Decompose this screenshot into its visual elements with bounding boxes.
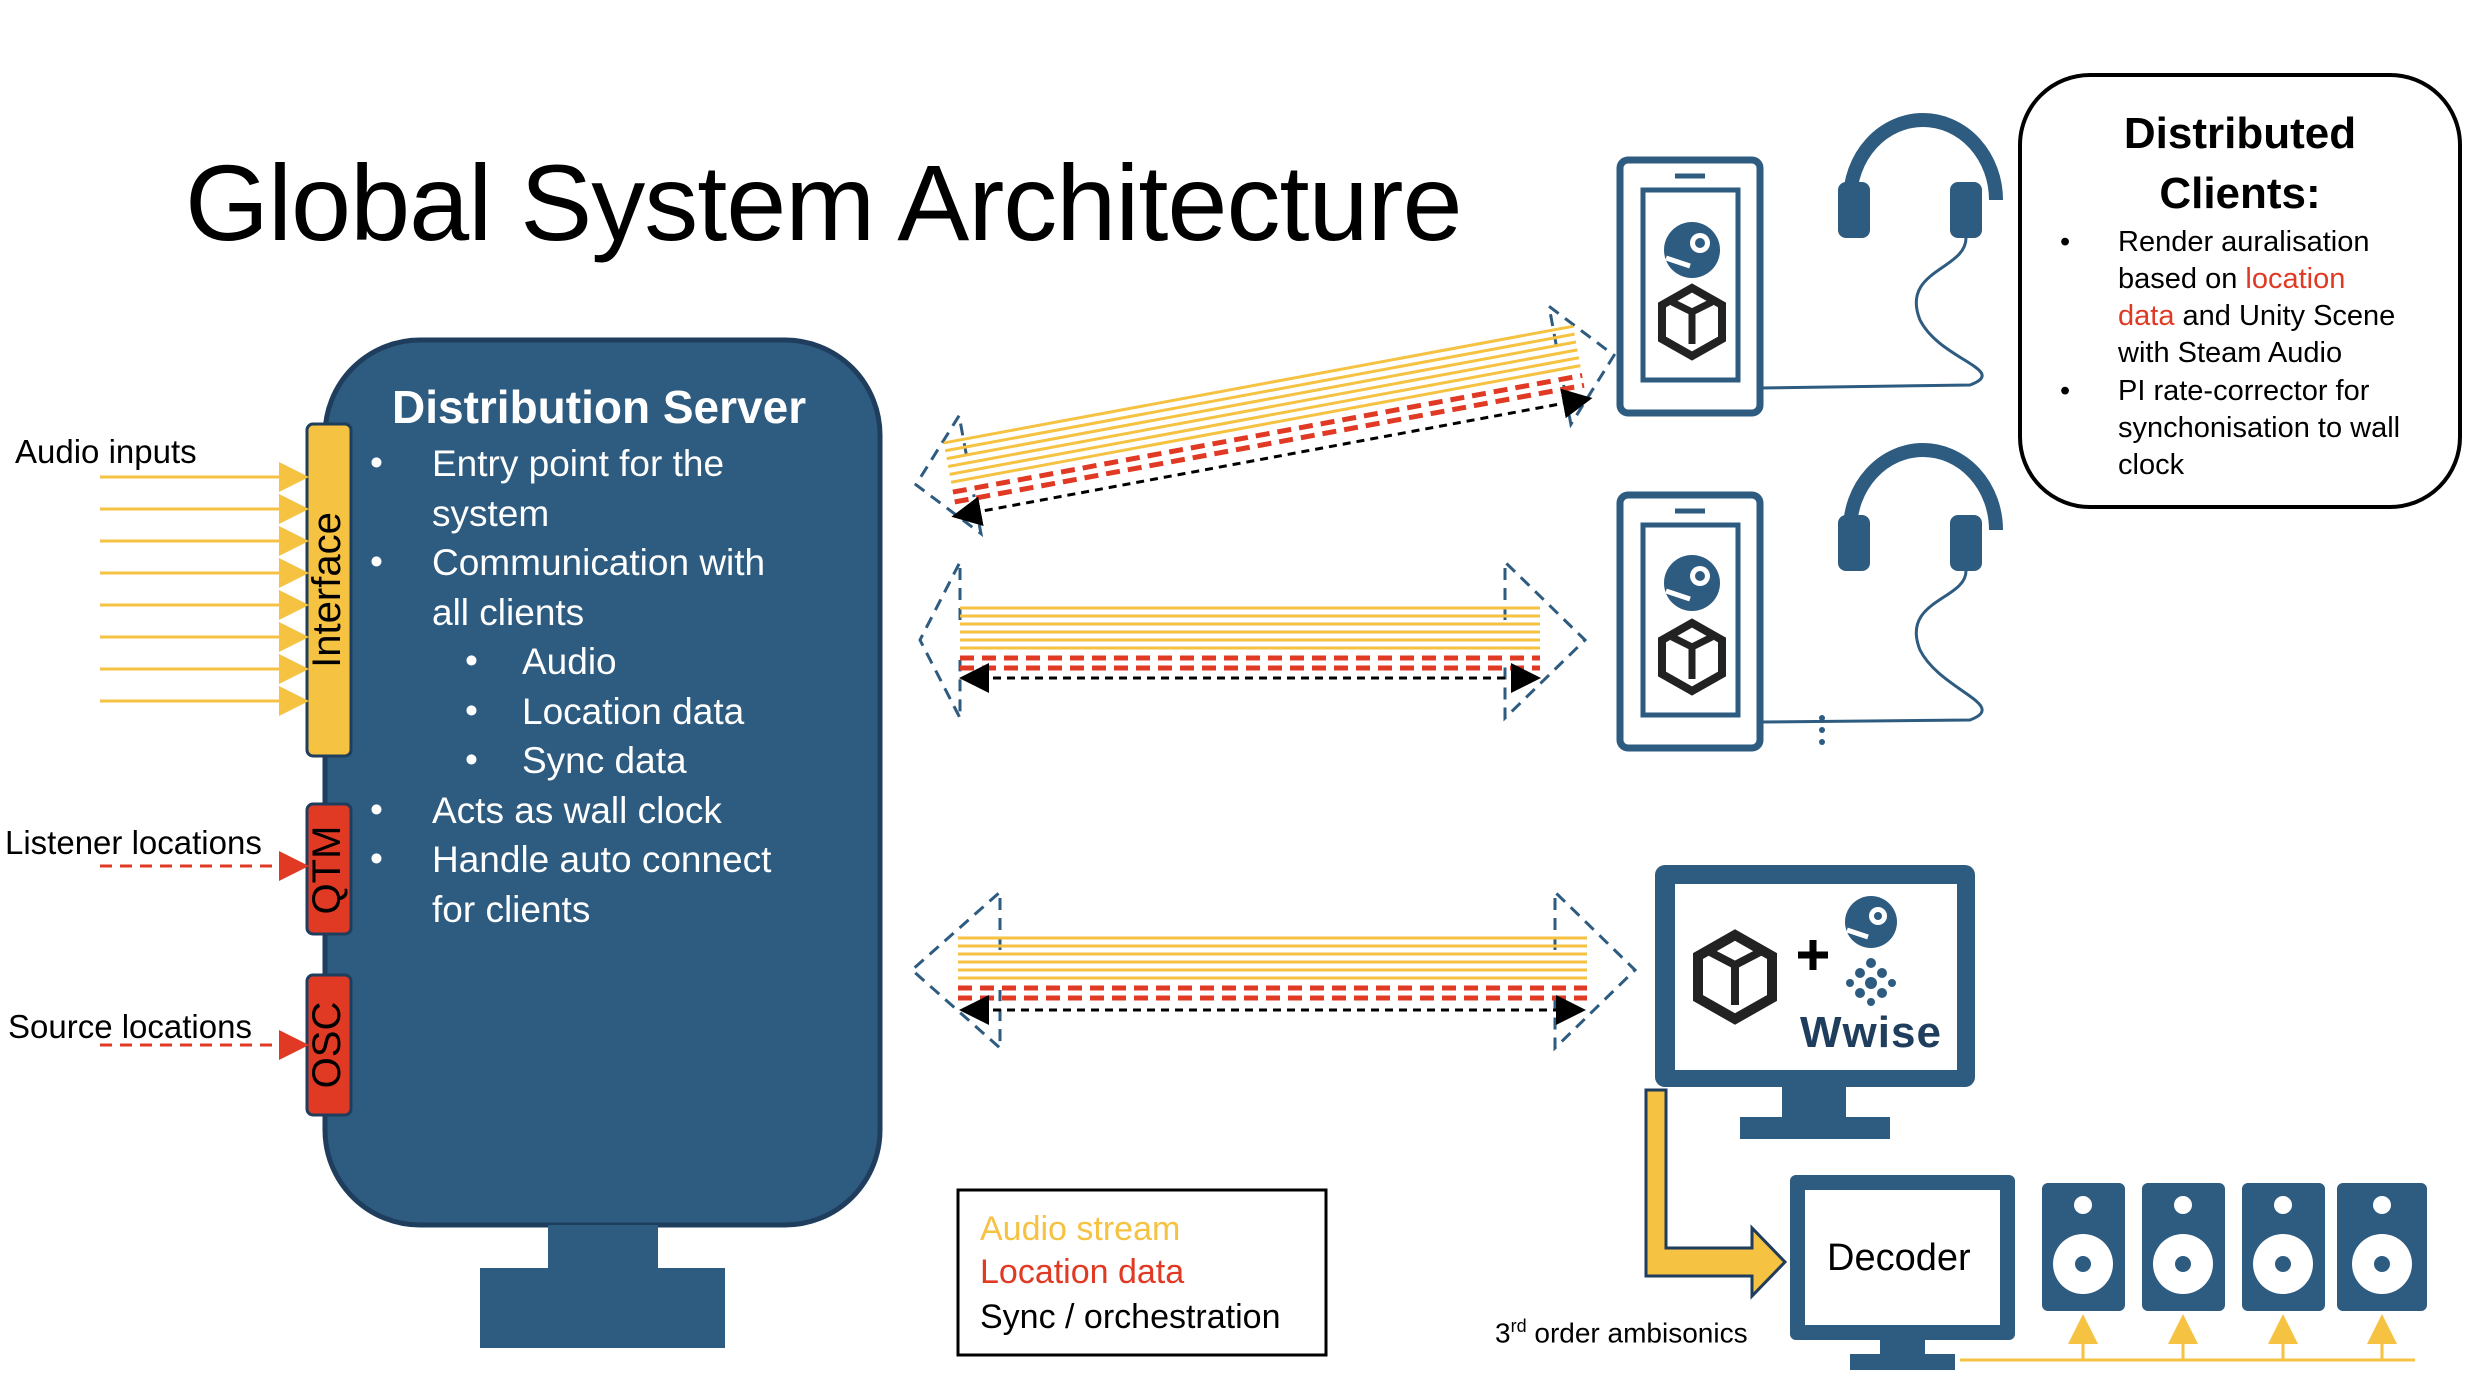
unity-icon [1658,283,1726,361]
server-bullet-text: Entry point for the [432,443,725,484]
server-bullet-text: Location data [522,690,745,732]
steam-icon [1664,555,1720,611]
server-bullet: • Location data [370,690,870,740]
clients-box-title-line1: Distributed [2123,109,2357,158]
clients-bullet-1: Render auralisation based on location da… [2118,224,2448,372]
clients-bullet-1-line: based on location [2118,261,2448,298]
decoder-monitor [1790,1175,2015,1370]
text-span: and Unity Scene [2174,300,2396,332]
osc-label: OSC [305,1001,349,1089]
text-span: based on [2118,263,2246,295]
clients-box-title: Distributed Clients: [2020,104,2460,224]
server-bullet: all clients [370,591,870,641]
audio-inputs-label: Audio inputs [15,433,197,470]
steam-icon [1845,896,1897,948]
bullet-dot: • [465,689,478,731]
clients-box [2018,73,2462,509]
clients-bullet-2-line: synchonisation to wall [2118,412,2401,444]
steam-icon [1664,222,1720,278]
ambisonics-arrow [1644,1088,1788,1300]
server-bullet: system [370,492,870,542]
data-highlight: data [2118,300,2175,332]
listener-locations-label: Listener locations [5,824,262,861]
legend-box [956,1188,1328,1357]
server-bullet: • Communication with [370,541,870,591]
bullet-dot: • [370,541,383,582]
bullet-dot: • [370,788,383,830]
clients-bullet-dot-2: • [2060,375,2071,407]
wwise-wordmark: Wwise [1800,1008,1942,1057]
bullet-dot: • [465,739,478,780]
server-monitor [322,337,883,1348]
clients-bullet-1-line: Render auralisation [2118,226,2370,258]
speaker-icon [2242,1183,2325,1311]
bullet-dot: • [370,838,383,879]
link-phone-2 [918,558,1588,722]
headphones-icon [1759,443,2003,745]
decoder-label: Decoder [1827,1237,1971,1279]
interface-label: Interface [305,512,349,668]
headphones-icon [1759,113,2003,390]
source-locations-label: Source locations [8,1008,252,1045]
speaker-icon [2042,1183,2125,1311]
server-bullet-text: all clients [432,591,585,633]
server-bullet-text: for clients [432,888,591,930]
unity-icon [1693,929,1777,1025]
clients-bullet-2: PI rate-corrector for synchonisation to … [2118,373,2448,484]
text-span: order ambisonics [1526,1317,1748,1349]
location-highlight: location [2245,263,2346,295]
text-span: rd [1510,1316,1527,1336]
link-desktop [909,888,1638,1052]
clients-box-title-line2: Clients: [2159,169,2321,218]
legend-location: Location data [980,1253,1185,1291]
speaker-icon [2142,1183,2225,1311]
server-bullet-text: Audio [522,641,617,682]
bullet-dot: • [370,442,383,483]
clients-bullet-2-line: PI rate-corrector for [2118,375,2370,407]
server-title: Distribution Server [392,381,807,433]
speaker-feed-lines [1960,1314,2415,1362]
legend-sync: Sync / orchestration [980,1298,1281,1336]
link-phone-1 [913,302,1617,538]
server-bullets: • Entry point for the system • Communication… [370,442,870,937]
wwise-icon [1846,958,1896,1006]
text-span: 3 [1495,1317,1511,1349]
server-bullet: for clients [370,888,870,938]
unity-icon [1658,618,1726,696]
server-bullet-text: Communication with [432,542,766,583]
qtm-label: QTM [305,825,349,915]
server-bullet: • Audio [370,640,870,690]
clients-bullet-1-line: data and Unity Scene [2118,298,2448,335]
clients-bullet-2-line: clock [2118,449,2185,481]
clients-bullet-dot-1: • [2060,226,2071,258]
server-bullet: • Handle auto connect [370,838,870,888]
bullet-dot: • [465,640,478,681]
server-bullet-text: Sync data [522,740,687,781]
speaker-icon [2337,1183,2427,1311]
server-bullet: • Acts as wall clock [370,789,870,839]
ambisonics-label: 3rd order ambisonics [1495,1316,1748,1349]
plus-icon [1798,940,1828,970]
server-bullet: • Entry point for the [370,442,870,492]
server-bullet-text: Acts as wall clock [432,789,722,831]
server-bullet-text: Handle auto connect [432,839,772,880]
clients-bullet-1-line: with Steam Audio [2118,337,2343,369]
page-title: Global System Architecture [185,142,1463,263]
legend-audio: Audio stream [980,1210,1181,1248]
audio-input-arrows [100,462,309,716]
server-bullet-text: system [432,492,550,534]
server-bullet: • Sync data [370,739,870,789]
